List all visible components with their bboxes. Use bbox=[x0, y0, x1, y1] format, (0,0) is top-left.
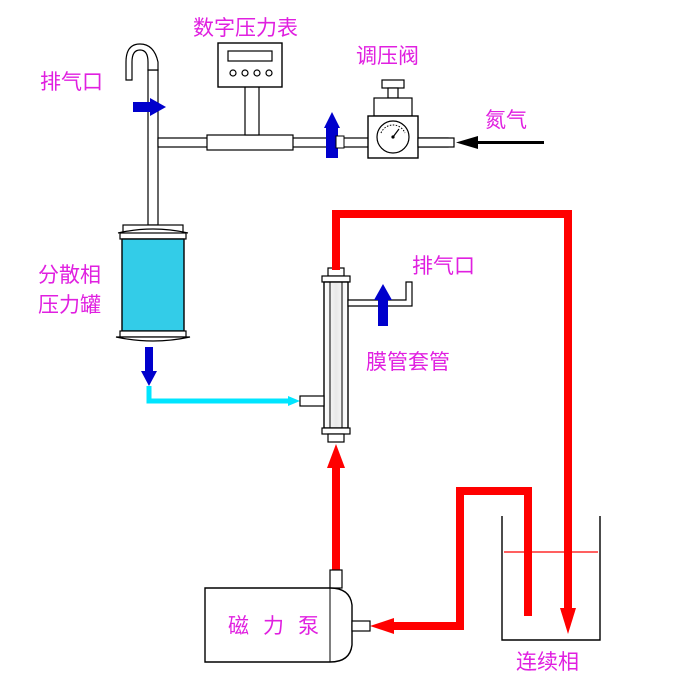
dispersed-tank-label-line2: 压力罐 bbox=[38, 293, 101, 317]
gas-valve-up-arrow-icon bbox=[324, 112, 340, 128]
dispersed-phase-tank bbox=[115, 224, 191, 342]
tank-outlet-arrow-down-icon bbox=[141, 347, 157, 386]
membrane-tube bbox=[299, 267, 413, 443]
regulator-label: 调压阀 bbox=[356, 44, 419, 68]
nitrogen-inlet bbox=[417, 137, 544, 148]
vent-top-label: 排气口 bbox=[40, 70, 103, 94]
continuous-phase-label: 连续相 bbox=[516, 650, 579, 674]
vent-hook bbox=[125, 43, 159, 81]
pressure-regulator bbox=[367, 79, 419, 159]
magnetic-pump bbox=[204, 569, 371, 663]
continuous-phase-beaker bbox=[501, 516, 601, 641]
gas-pipe-horizontal bbox=[157, 134, 449, 151]
gas-check-valve bbox=[326, 126, 345, 158]
nitrogen-label: 氮气 bbox=[485, 108, 527, 132]
dispersed-flow-line bbox=[146, 386, 300, 406]
membrane-tube-label: 膜管套管 bbox=[366, 350, 450, 374]
vent-top-arrow-right-icon bbox=[133, 98, 166, 116]
nitrogen-inlet-arrow-left-icon bbox=[456, 136, 478, 149]
vent-right-arrow-up-icon bbox=[374, 284, 392, 326]
continuous-flow-loop bbox=[327, 210, 576, 634]
pump-label: 磁力泵 bbox=[228, 614, 333, 638]
vent-right-label: 排气口 bbox=[412, 254, 475, 278]
dispersed-tank-label-line1: 分散相 bbox=[38, 263, 101, 287]
gas-pipe-vertical bbox=[147, 69, 159, 226]
digital-gauge-label: 数字压力表 bbox=[193, 16, 298, 40]
digital-pressure-gauge bbox=[217, 42, 283, 136]
